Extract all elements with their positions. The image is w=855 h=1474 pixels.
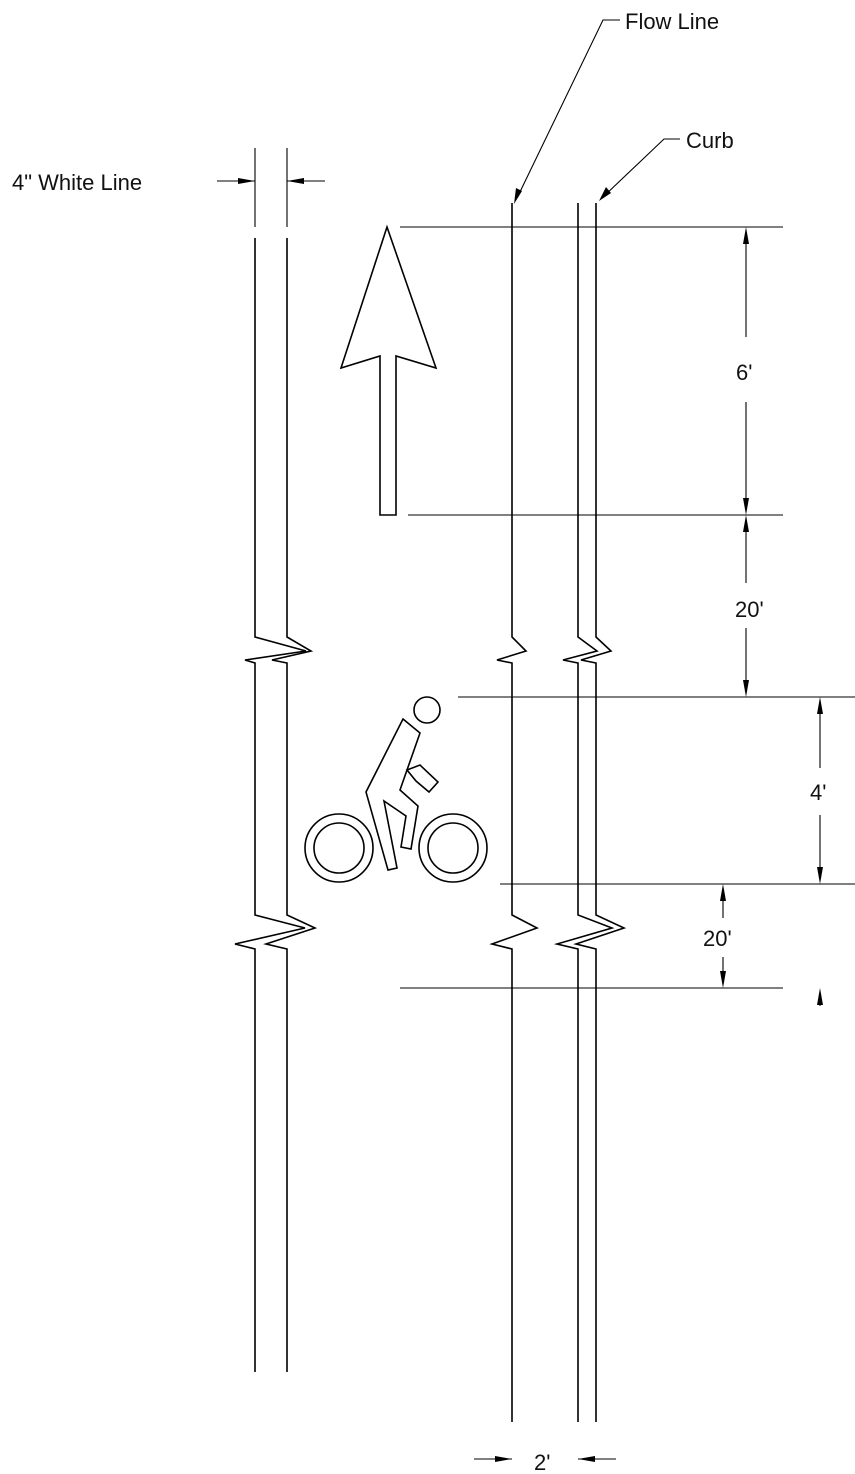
- symbol-length-dimension: 4': [810, 697, 826, 884]
- curb-label: Curb: [686, 128, 734, 153]
- symbol-gap-label: 20': [703, 926, 732, 951]
- curb: [553, 203, 627, 1422]
- symbol-length-label: 4': [810, 780, 826, 805]
- gutter-width-label: 2': [534, 1450, 550, 1474]
- white-line-label: 4" White Line: [12, 170, 142, 195]
- extension-lines: [400, 226, 855, 989]
- white-line: [234, 148, 318, 1372]
- bicycle-rider-icon: [304, 696, 488, 883]
- flow-line-callout: Flow Line: [514, 9, 719, 204]
- arrow-to-symbol-label: 20': [735, 597, 764, 622]
- curb-callout: Curb: [599, 128, 734, 201]
- flow-line: [489, 203, 539, 1422]
- direction-arrow-icon: [339, 224, 438, 516]
- gutter-width-dimension: 2': [474, 1450, 616, 1474]
- white-line-width-dimension: 4" White Line: [12, 170, 325, 195]
- arrow-to-symbol-dimension: 20': [735, 515, 764, 697]
- flow-line-label: Flow Line: [625, 9, 719, 34]
- arrow-length-dimension: 6': [736, 227, 752, 515]
- symbol-gap-dimension: 20': [703, 884, 823, 1006]
- arrow-length-label: 6': [736, 360, 752, 385]
